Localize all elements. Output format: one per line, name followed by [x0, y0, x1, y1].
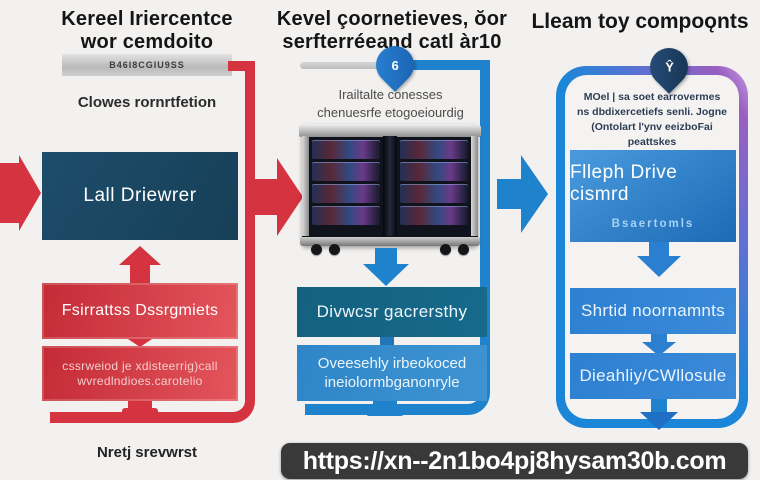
middle-title-line1: Kevel çoornetieves, ŏor [276, 8, 508, 30]
left-title-line1: Kereel Iriercentce [61, 8, 233, 30]
server-left-rail [302, 136, 309, 236]
middle-box-process-line2: ineiolormbganonryle [324, 374, 460, 391]
right-note-line2: ns dbdixercetiefs senli. Jogne [577, 106, 727, 118]
right-box-shared: Shrtid noornamnts [570, 288, 736, 334]
drive-tray [400, 206, 468, 225]
server-top-panel [299, 124, 481, 137]
middle-box-process-line1: Oveesehly irbeokoced [317, 355, 467, 372]
right-box-flash-drive: Flleph Drive cismrd Bsaertomls [570, 150, 736, 242]
right-arrow1-head [637, 256, 681, 277]
right-arrow1-stem [649, 242, 669, 258]
right-box-module: Dieahliy/CWllosule [570, 353, 736, 399]
middle-box-process: Oveesehly irbeokoced ineiolormbganonryle [297, 345, 487, 401]
blue-down-arrow-head [363, 264, 409, 286]
left-edge-arrow-head [19, 155, 41, 231]
middle-note-line2: chenuesrfe etogoeiourdig [317, 105, 464, 120]
left-box-driver: Lall Driewrer [42, 152, 238, 240]
caster-wheel [440, 244, 451, 255]
caster-wheel [311, 244, 322, 255]
right-box1-title: Flleph Drive cismrd [570, 162, 678, 205]
blue-right-arrow-stem [497, 179, 523, 209]
left-gray-badge: B46I8CGIU9SS [62, 54, 232, 76]
url-text: https://xn--2n1bo4pj8hysam30b.com [302, 446, 727, 475]
left-box-syscall-line2: wvredlndioes.carotelio [77, 373, 203, 388]
right-pin-glyph: Ŷ [664, 59, 674, 75]
url-watermark-bar: https://xn--2n1bo4pj8hysam30b.com [281, 443, 748, 479]
right-box3-label: Dieahliy/CWllosule [579, 366, 727, 385]
server-right-rail [471, 136, 478, 236]
red-right-arrow-stem [255, 179, 279, 215]
right-arrow2-head [642, 342, 676, 356]
right-note-line1: MOel | sa soet earrovermes [583, 91, 721, 103]
drive-tray [312, 162, 380, 181]
caster-wheel [329, 244, 340, 255]
right-arrow2-stem [651, 334, 667, 344]
drive-tray [312, 206, 380, 225]
right-exit-arrow-stem [651, 399, 667, 415]
middle-title-line2: serfterréeand catl àr10 [282, 31, 502, 53]
left-box-syscall: cssrweiod je xdisteerrig)call wvredlndio… [42, 346, 238, 401]
middle-pin-glyph: 6 [391, 57, 399, 73]
server-rack-image [299, 124, 481, 255]
right-column-title: Lleam toy compoǫnts [531, 10, 749, 33]
right-note: MOel | sa soet earrovermes ns dbdixercet… [568, 90, 736, 150]
left-footer-label: Nretj srevwrst [96, 444, 198, 461]
middle-rule-blue [406, 60, 486, 70]
right-box2-label: Shrtid noornamnts [580, 301, 725, 320]
left-title-line2: wor cemdoito [80, 31, 214, 53]
middle-connector [380, 337, 394, 345]
left-edge-arrow-tail [0, 163, 19, 223]
red-connector-triangle [128, 339, 152, 347]
left-box-syscall-line1: cssrweiod je xdisteerrig)call [62, 358, 218, 373]
middle-rule-gray [300, 62, 384, 69]
right-exit-arrow-head [640, 412, 678, 430]
red-up-arrow-stem [130, 263, 150, 283]
drive-tray [400, 162, 468, 181]
drive-tray [400, 184, 468, 203]
drive-tray [312, 184, 380, 203]
left-column-title: Kereel Iriercentce wor cemdoito [27, 8, 267, 54]
left-box-subsystem: Fsirrattss Dssrgmiets [42, 283, 238, 339]
blue-right-arrow-head [521, 155, 548, 233]
caster-wheel [458, 244, 469, 255]
red-up-arrow-head [119, 246, 161, 265]
server-bay-column-right [400, 140, 468, 225]
server-center-divider [383, 136, 397, 236]
right-box1-subtitle: Bsaertomls [611, 218, 695, 230]
server-bay-column-left [312, 140, 380, 225]
red-pedestal-base [122, 408, 158, 416]
left-badge-text: B46I8CGIU9SS [109, 60, 185, 70]
server-bottom-panel [300, 237, 480, 246]
red-loop-path [50, 61, 255, 423]
drive-tray [312, 140, 380, 159]
middle-column-title: Kevel çoornetieves, ŏor serfterréeand ca… [272, 8, 512, 54]
middle-box-driver-label: Divwcsr gacrersthy [316, 302, 468, 321]
red-right-arrow-head [277, 158, 303, 236]
left-box-subsystem-label: Fsirrattss Dssrgmiets [61, 302, 219, 319]
middle-box-driver: Divwcsr gacrersthy [297, 287, 487, 337]
drive-tray [400, 140, 468, 159]
middle-note-line1: Irailtalte conesses [338, 87, 443, 102]
right-note-line3: (Ontolart l'ynv eeizboFai peattskes [591, 121, 713, 148]
blue-down-arrow-stem [375, 248, 397, 266]
left-box-driver-label: Lall Driewrer [83, 185, 197, 206]
left-subtitle: Clowes rornrtfetion [77, 94, 217, 111]
middle-note: Irailtalte conesses chenuesrfe etogoeiou… [283, 86, 498, 122]
blue-pedestal-base [366, 407, 404, 416]
